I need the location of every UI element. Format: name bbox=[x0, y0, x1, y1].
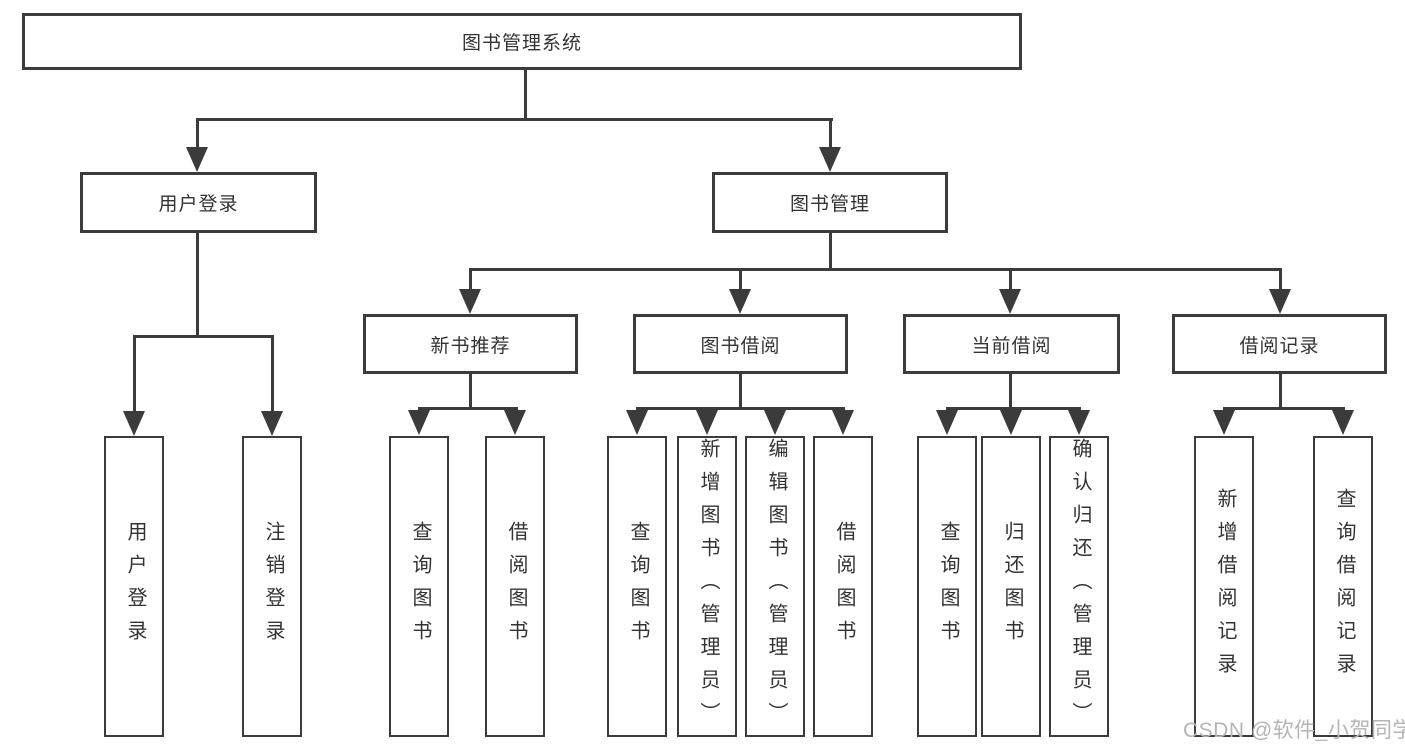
arrow-down-icon bbox=[1332, 410, 1354, 435]
arrow-down-icon bbox=[696, 410, 718, 435]
connector-hline bbox=[636, 407, 845, 410]
connector-vline bbox=[739, 374, 742, 410]
leaf-query-books-recommend: 查询图书 bbox=[389, 436, 449, 737]
leaf-user-login: 用户登录 bbox=[104, 436, 164, 737]
connector-vline bbox=[196, 118, 199, 148]
node-new-book-recommend: 新书推荐 bbox=[363, 314, 578, 374]
connector-vline bbox=[469, 374, 472, 410]
leaf-add-borrow-record: 新增借阅记录 bbox=[1194, 436, 1254, 737]
connector-vline bbox=[1009, 268, 1012, 289]
leaf-borrow-books: 借阅图书 bbox=[813, 436, 873, 737]
node-current-borrow: 当前借阅 bbox=[903, 314, 1120, 374]
arrow-down-icon bbox=[1269, 289, 1291, 314]
leaf-logout: 注销登录 bbox=[242, 436, 302, 737]
arrow-down-icon bbox=[999, 289, 1021, 314]
node-book-borrow: 图书借阅 bbox=[633, 314, 848, 374]
connector-hline bbox=[196, 118, 833, 121]
arrow-down-icon bbox=[1068, 410, 1090, 435]
node-borrow-records: 借阅记录 bbox=[1172, 314, 1387, 374]
connector-vline bbox=[1009, 374, 1012, 410]
node-root: 图书管理系统 bbox=[22, 13, 1022, 70]
leaf-query-books-borrow: 查询图书 bbox=[607, 436, 667, 737]
connector-hline bbox=[418, 407, 518, 410]
leaf-add-book-admin: 新增图书（管理员） bbox=[677, 436, 737, 737]
connector-hline bbox=[946, 407, 1081, 410]
leaf-return-books: 归还图书 bbox=[981, 436, 1041, 737]
arrow-down-icon bbox=[832, 410, 854, 435]
connector-vline bbox=[829, 233, 832, 271]
connector-vline bbox=[829, 118, 832, 148]
connector-hline bbox=[1223, 407, 1345, 410]
arrow-down-icon bbox=[729, 289, 751, 314]
connector-vline bbox=[196, 233, 199, 338]
leaf-borrow-books-recommend: 借阅图书 bbox=[485, 436, 545, 737]
connector-vline bbox=[1279, 268, 1282, 289]
connector-hline bbox=[469, 268, 1282, 271]
arrow-down-icon bbox=[1213, 410, 1235, 435]
arrow-down-icon bbox=[186, 147, 208, 172]
connector-vline bbox=[469, 268, 472, 289]
arrow-down-icon bbox=[408, 410, 430, 435]
csdn-watermark: CSDN @软件_小贺同学 bbox=[1183, 719, 1405, 742]
connector-vline bbox=[524, 70, 527, 118]
node-user-login: 用户登录 bbox=[80, 172, 317, 233]
arrow-down-icon bbox=[819, 147, 841, 172]
arrow-down-icon bbox=[504, 410, 526, 435]
arrow-down-icon bbox=[936, 410, 958, 435]
node-book-management: 图书管理 bbox=[712, 172, 948, 233]
connector-hline bbox=[133, 335, 274, 338]
arrow-down-icon bbox=[626, 410, 648, 435]
arrow-down-icon bbox=[123, 411, 145, 436]
connector-vline bbox=[739, 268, 742, 289]
arrow-down-icon bbox=[459, 289, 481, 314]
connector-vline bbox=[1279, 374, 1282, 410]
leaf-edit-book-admin: 编辑图书（管理员） bbox=[745, 436, 805, 737]
arrow-down-icon bbox=[764, 410, 786, 435]
leaf-query-books-current: 查询图书 bbox=[917, 436, 977, 737]
arrow-down-icon bbox=[1000, 410, 1022, 435]
leaf-query-borrow-record: 查询借阅记录 bbox=[1313, 436, 1373, 737]
leaf-confirm-return-admin: 确认归还（管理员） bbox=[1049, 436, 1109, 737]
arrow-down-icon bbox=[261, 411, 283, 436]
connector-vline bbox=[133, 335, 136, 411]
connector-vline bbox=[271, 335, 274, 411]
